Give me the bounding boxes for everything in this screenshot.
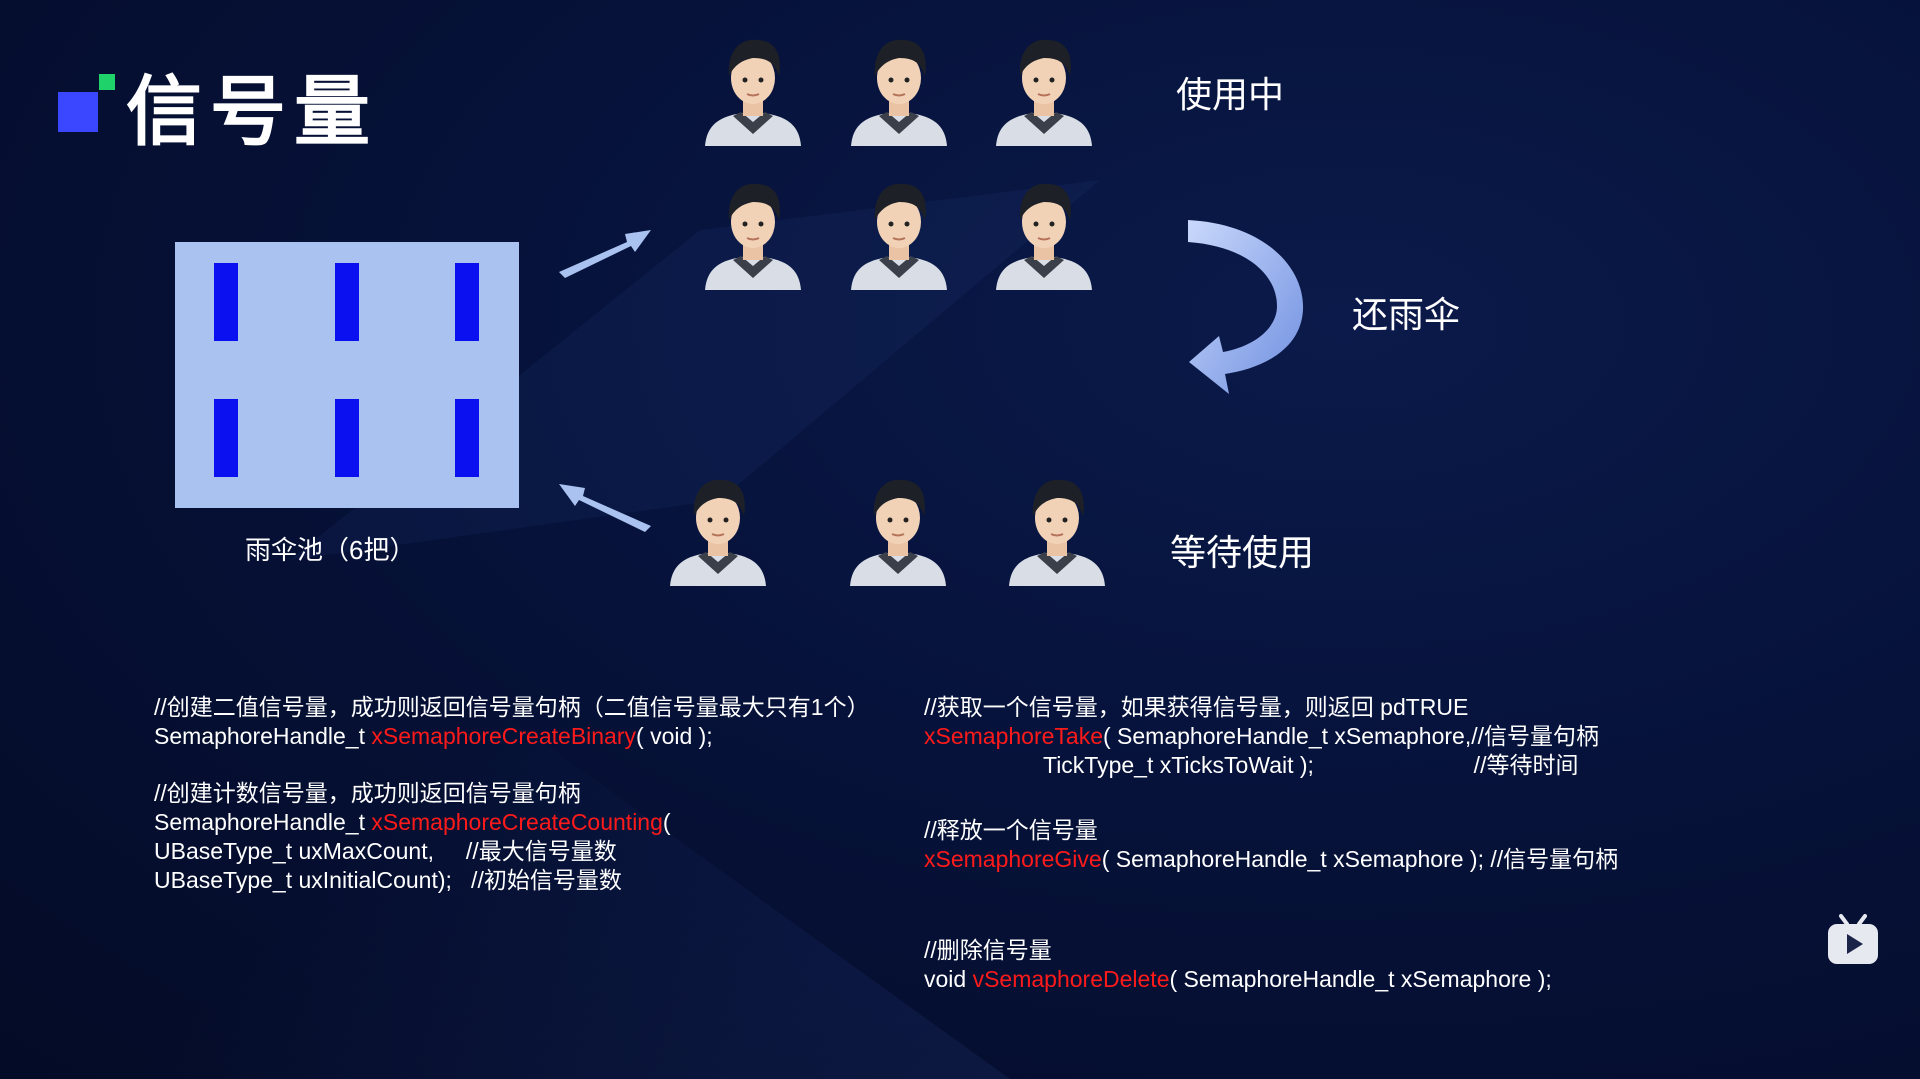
pool-label: 雨伞池（6把） [245, 535, 416, 565]
code-type: SemaphoreHandle_t [154, 809, 372, 835]
code-line: xSemaphoreGive( SemaphoreHandle_t xSemap… [924, 845, 1618, 874]
code-line: TickType_t xTicksToWait ); //等待时间 [1043, 752, 1579, 778]
code-args: ( [662, 809, 671, 835]
code-args: ( void ); [636, 723, 713, 749]
code-args: ( SemaphoreHandle_t xSemaphore ); //信号量句… [1101, 846, 1619, 872]
umbrella-icon [214, 263, 238, 341]
code-line: xSemaphoreTake( SemaphoreHandle_t xSemap… [924, 722, 1618, 751]
umbrella-icon [455, 263, 479, 341]
umbrella-icon [335, 263, 359, 341]
code-function: vSemaphoreDelete [972, 966, 1170, 992]
code-line: void vSemaphoreDelete( SemaphoreHandle_t… [924, 965, 1618, 994]
umbrella-icon [455, 399, 479, 477]
status-in-use: 使用中 [1176, 74, 1285, 115]
code-block-left: //创建二值信号量，成功则返回信号量句柄（二值信号量最大只有1个）Semapho… [154, 664, 870, 924]
umbrella-icon [214, 399, 238, 477]
code-line: UBaseType_t uxMaxCount, //最大信号量数 [154, 838, 617, 864]
code-comment: //释放一个信号量 [924, 817, 1098, 843]
code-function: xSemaphoreCreateBinary [371, 723, 637, 749]
code-comment: //创建二值信号量，成功则返回信号量句柄（二值信号量最大只有1个） [154, 694, 870, 720]
person-icon [670, 479, 766, 586]
code-comment: //删除信号量 [924, 937, 1052, 963]
slide-title: 信号量 [126, 70, 378, 155]
person-icon [705, 39, 801, 146]
logo-green-square [99, 74, 115, 90]
square-logo-icon [58, 74, 118, 134]
person-icon [851, 39, 947, 146]
umbrella-icon [335, 399, 359, 477]
status-return: 还雨伞 [1352, 294, 1461, 335]
code-type: SemaphoreHandle_t [154, 723, 372, 749]
code-args: ( SemaphoreHandle_t xSemaphore,//信号量句柄 [1103, 723, 1599, 749]
code-function: xSemaphoreTake [924, 723, 1103, 749]
code-function: xSemaphoreCreateCounting [371, 809, 663, 835]
person-icon [996, 183, 1092, 290]
person-icon [996, 39, 1092, 146]
code-type: void [924, 966, 973, 992]
code-line: SemaphoreHandle_t xSemaphoreCreateCounti… [154, 808, 870, 837]
arrow-down-left-icon [559, 484, 651, 532]
code-function: xSemaphoreGive [924, 846, 1102, 872]
code-comment: //创建计数信号量，成功则返回信号量句柄 [154, 780, 581, 806]
code-line: UBaseType_t uxInitialCount); //初始信号量数 [154, 867, 622, 893]
return-curved-arrow-icon [1188, 220, 1304, 394]
code-args: ( SemaphoreHandle_t xSemaphore ); [1169, 966, 1552, 992]
logo-blue-square [58, 92, 98, 132]
code-comment: //获取一个信号量，如果获得信号量，则返回 pdTRUE [924, 694, 1469, 720]
code-line: SemaphoreHandle_t xSemaphoreCreateBinary… [154, 722, 870, 751]
person-icon [850, 479, 946, 586]
arrow-up-right-icon [559, 230, 651, 278]
bilibili-tv-icon[interactable] [1825, 912, 1881, 968]
person-icon [851, 183, 947, 290]
person-icon [1009, 479, 1105, 586]
umbrella-pool [175, 242, 519, 508]
status-waiting: 等待使用 [1170, 532, 1315, 573]
person-icon [705, 183, 801, 290]
